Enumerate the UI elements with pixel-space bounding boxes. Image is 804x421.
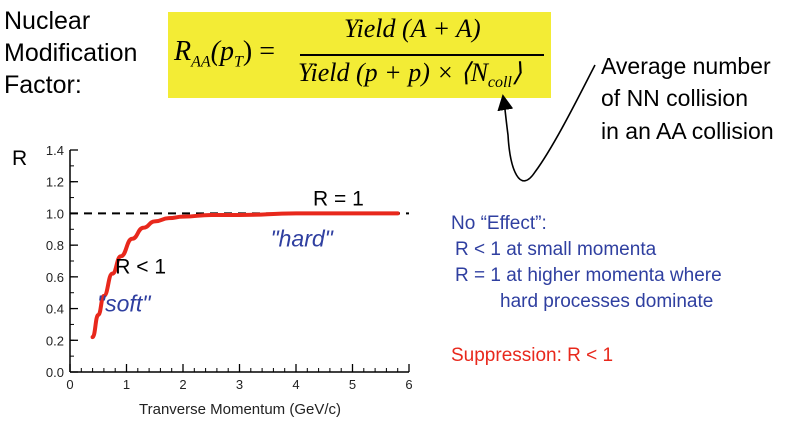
formula-denominator: Yield (p + p) × ⟨Ncoll⟩ — [298, 58, 523, 92]
note-line-4: hard processes dominate — [500, 291, 714, 312]
fraction-bar — [300, 54, 544, 56]
y-tick-label: 1.4 — [46, 143, 64, 158]
formula-numerator: Yield (A + A) — [344, 14, 481, 43]
arrow-curve — [497, 64, 596, 182]
callout-line-3: in an AA collision — [601, 118, 774, 144]
chart-annotation: R < 1 — [115, 256, 166, 279]
x-tick-label: 2 — [179, 377, 186, 392]
x-tick-label: 3 — [236, 377, 243, 392]
chart-annotation: R = 1 — [313, 188, 364, 211]
y-tick-label: 0.4 — [46, 302, 64, 317]
note-line-1: No “Effect”: — [451, 213, 547, 234]
y-tick-label: 1.2 — [46, 175, 64, 190]
chart-annotation: "soft" — [97, 291, 152, 317]
y-tick-label: 0.0 — [46, 365, 64, 380]
x-tick-label: 1 — [123, 377, 130, 392]
note-line-3: R = 1 at higher momenta where — [455, 265, 722, 286]
y-tick-label: 1.0 — [46, 206, 64, 221]
chart: R 0.0 0.2 0.4 0.6 0.8 1.0 1.2 1.4 0 1 2 3 4 5 6 R = 1… — [12, 143, 413, 418]
x-tick-label: 6 — [405, 377, 412, 392]
heading-line-1: Nuclear — [4, 7, 91, 35]
y-tick-label: 0.6 — [46, 270, 64, 285]
x-tick-label: 5 — [349, 377, 356, 392]
chart-xlabel: Tranverse Momentum (GeV/c) — [139, 401, 341, 418]
y-axis: 0.0 0.2 0.4 0.6 0.8 1.0 1.2 1.4 — [46, 143, 78, 380]
chart-annotations: R = 1 R < 1 "hard" "soft" — [97, 188, 364, 317]
x-axis: 0 1 2 3 4 5 6 — [66, 364, 413, 392]
callout-arrow — [497, 64, 596, 182]
note-line-2: R < 1 at small momenta — [455, 239, 657, 260]
series-curve — [90, 211, 400, 340]
callout-line-1: Average number — [601, 53, 771, 79]
y-tick-label: 0.8 — [46, 238, 64, 253]
x-tick-label: 0 — [66, 377, 73, 392]
chart-ylabel: R — [12, 147, 27, 170]
formula-lhs: RAA(pT) = — [174, 36, 276, 71]
suppression-text: Suppression: R < 1 — [451, 345, 614, 366]
heading-line-3: Factor: — [4, 71, 82, 99]
callout-line-2: of NN collision — [601, 85, 748, 111]
chart-annotation: "hard" — [270, 226, 334, 252]
heading-line-2: Modification — [4, 39, 138, 67]
x-tick-label: 4 — [292, 377, 299, 392]
y-tick-label: 0.2 — [46, 333, 64, 348]
formula-box: RAA(pT) = Yield (A + A) Yield (p + p) × … — [168, 12, 551, 98]
